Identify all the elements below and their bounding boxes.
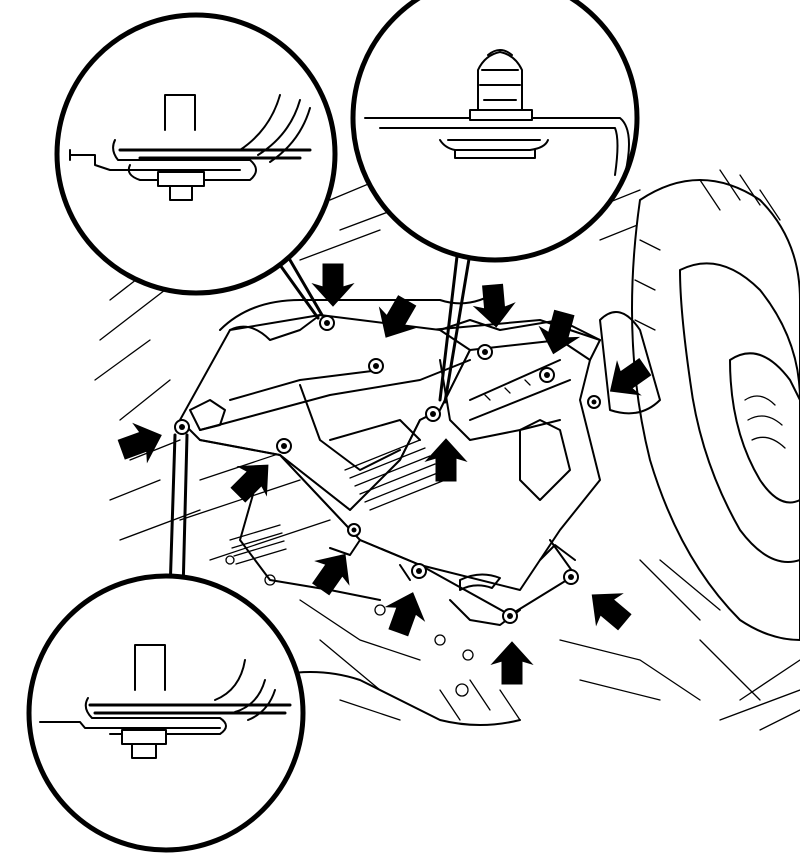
down-arrow-icon bbox=[472, 283, 516, 328]
bolt-head bbox=[502, 608, 518, 624]
down-arrow-icon bbox=[609, 358, 652, 396]
bolt-head bbox=[319, 315, 335, 331]
bolt-head bbox=[563, 569, 579, 585]
down-arrow-icon bbox=[591, 593, 632, 631]
down-arrow-icon bbox=[384, 592, 426, 637]
bolt-head bbox=[174, 419, 190, 435]
tire bbox=[599, 169, 800, 641]
fastener-group bbox=[174, 315, 601, 624]
down-arrow-icon bbox=[424, 438, 468, 482]
bolt-head bbox=[539, 367, 555, 383]
down-arrow-icon bbox=[538, 309, 581, 355]
bolt-head bbox=[477, 344, 493, 360]
down-arrow-icon bbox=[312, 553, 350, 596]
bolt-head bbox=[411, 563, 427, 579]
bolt-head bbox=[368, 358, 384, 374]
down-arrow-icon bbox=[490, 641, 534, 685]
down-arrow-icon bbox=[230, 464, 269, 503]
down-arrow-icon bbox=[117, 422, 162, 464]
bolt-head bbox=[276, 438, 292, 454]
callout-leaders bbox=[168, 246, 472, 594]
arrow-group bbox=[117, 263, 652, 685]
engine-under-cover bbox=[179, 314, 601, 626]
bolt-head bbox=[587, 395, 601, 409]
callout-top-center bbox=[350, 0, 640, 263]
bolt-head bbox=[347, 523, 361, 537]
callout-top-left bbox=[54, 12, 338, 296]
down-arrow-icon bbox=[378, 295, 417, 338]
callout-bottom-left bbox=[26, 573, 306, 853]
down-arrow-icon bbox=[311, 263, 355, 307]
bolt-head bbox=[425, 406, 441, 422]
